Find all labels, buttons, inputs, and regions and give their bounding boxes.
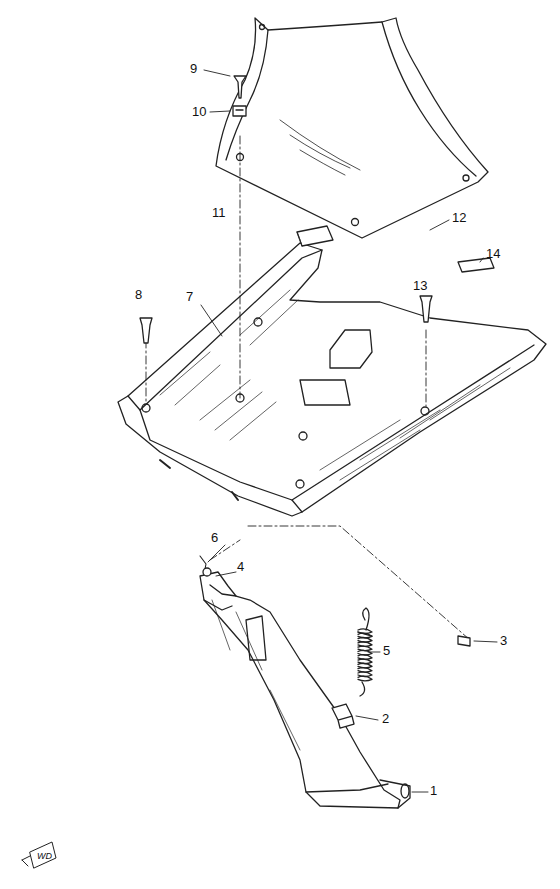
callout-number: 1 — [430, 784, 437, 797]
callout-number: 13 — [413, 279, 427, 292]
callout-number: 8 — [135, 288, 142, 301]
leader-lines — [201, 70, 497, 792]
spring-coil — [358, 676, 372, 681]
callout-number: 11 — [212, 206, 226, 219]
callout-number: 12 — [452, 211, 466, 224]
callout-number: 5 — [383, 644, 390, 657]
fasteners — [140, 76, 494, 343]
shaft — [458, 636, 470, 646]
callout-number: 4 — [237, 560, 244, 573]
direction-mark: WD — [37, 852, 52, 861]
direction-icon — [22, 842, 56, 868]
stopper — [332, 704, 354, 728]
callout-number: 9 — [190, 62, 197, 75]
upper-cover — [216, 18, 488, 238]
callout-number: 2 — [382, 712, 389, 725]
callout-number: 3 — [500, 634, 507, 647]
callout-number: 10 — [192, 105, 206, 118]
assembly-lines — [146, 136, 470, 640]
callout-number: 14 — [486, 247, 500, 260]
footboard — [118, 243, 546, 516]
callout-number: 7 — [186, 290, 193, 303]
callout-number: 6 — [211, 531, 218, 544]
main-stand — [200, 556, 410, 808]
